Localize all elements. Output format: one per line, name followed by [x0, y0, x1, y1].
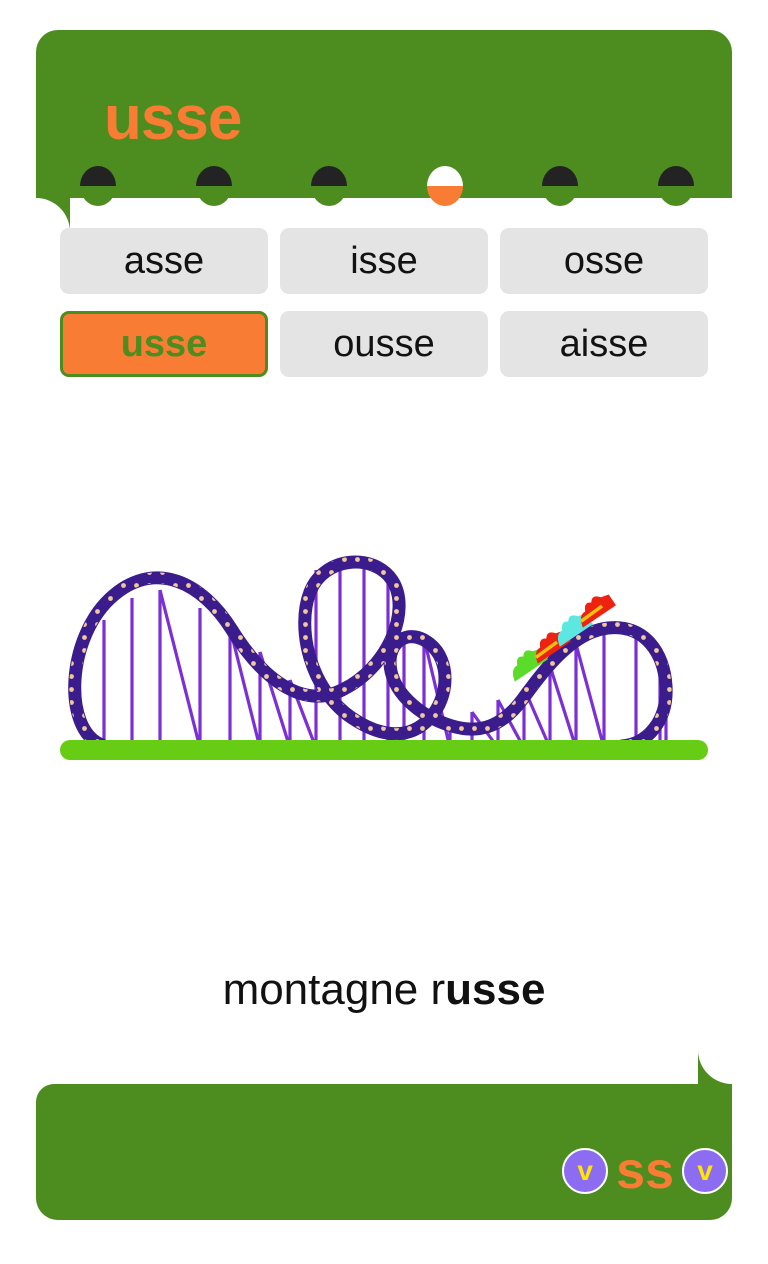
footer-letters: ss: [616, 1142, 674, 1200]
progress-dot-4: [426, 166, 463, 206]
progress-dot-5: [542, 166, 579, 206]
progress-dot-1: [80, 166, 116, 206]
progress-dot-top: [195, 166, 232, 186]
progress-dot-bottom: [658, 186, 694, 206]
progress-dot-bottom: [311, 186, 348, 206]
progress-dot-bottom: [195, 186, 232, 206]
caption-highlight: usse: [445, 965, 546, 1014]
footer-corner-notch: [698, 1050, 732, 1084]
progress-dot-2: [195, 166, 232, 206]
progress-dot-bottom: [426, 186, 463, 206]
coaster-cars: [512, 594, 616, 682]
answer-option-usse[interactable]: usse: [60, 311, 268, 377]
footer-panel: [36, 1084, 732, 1220]
page-title: usse: [104, 84, 242, 153]
progress-dot-bottom: [80, 186, 116, 206]
caption-prefix: montagne r: [222, 965, 446, 1014]
header-panel: usse: [36, 30, 732, 198]
answer-option-asse[interactable]: asse: [60, 228, 268, 294]
answer-option-isse[interactable]: isse: [280, 228, 488, 294]
ground-bar: [60, 740, 708, 760]
answer-option-osse[interactable]: osse: [500, 228, 708, 294]
progress-dot-3: [311, 166, 348, 206]
progress-dot-top: [426, 166, 463, 186]
progress-dot-top: [80, 166, 116, 186]
progress-dot-bottom: [542, 186, 579, 206]
footer-badge-group: v ss v: [562, 1142, 728, 1200]
progress-dot-6: [658, 166, 694, 206]
progress-dot-top: [311, 166, 348, 186]
progress-dot-top: [658, 166, 694, 186]
caption-text: montagne russe: [0, 965, 768, 1015]
voice-badge-right[interactable]: v: [682, 1148, 728, 1194]
progress-indicator: [36, 166, 732, 210]
answer-option-ousse[interactable]: ousse: [280, 311, 488, 377]
progress-dot-top: [542, 166, 579, 186]
roller-coaster-illustration: [52, 540, 716, 790]
voice-badge-left[interactable]: v: [562, 1148, 609, 1194]
answer-option-aisse[interactable]: aisse: [500, 311, 708, 377]
